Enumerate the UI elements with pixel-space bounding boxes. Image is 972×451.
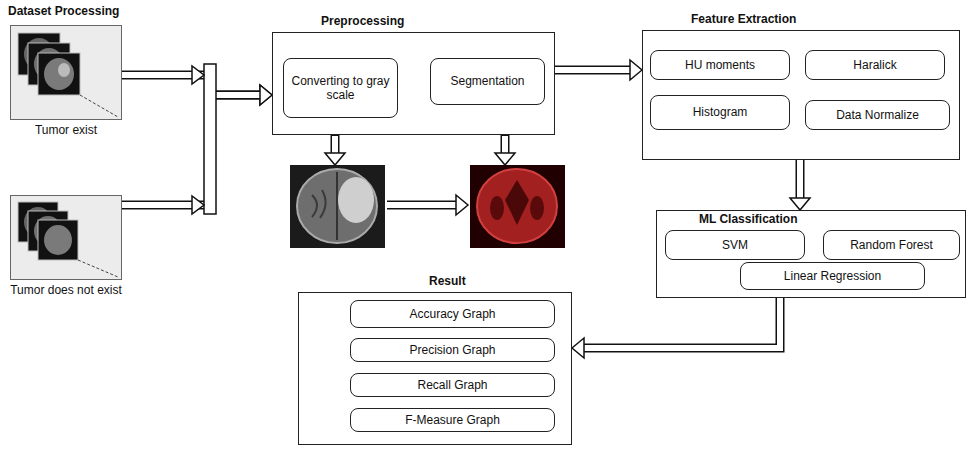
box-heading: Feature Extraction <box>691 12 796 26</box>
box-heading: Tumor exist <box>35 123 97 137</box>
segmented-mri <box>470 165 565 248</box>
box-text: Random Forest <box>850 238 933 252</box>
arrow-core <box>584 298 780 348</box>
arrow-outline <box>584 298 780 348</box>
box-heading: Tumor does not exist <box>10 283 122 297</box>
stage-box: Feature ExtractionHU momentsHaralickHist… <box>642 30 960 160</box>
arrow-head <box>192 196 204 214</box>
arrow-head <box>192 66 204 84</box>
process-box: Random Forest <box>823 230 960 260</box>
box-heading: ML Classification <box>699 212 797 226</box>
arrow-outline <box>555 66 630 75</box>
box-text: Recall Graph <box>417 378 487 392</box>
arrow-head <box>572 338 584 358</box>
mri-stack <box>10 25 122 120</box>
merge-bar <box>204 64 216 214</box>
hollow-arrow <box>122 85 272 205</box>
box-text: HU moments <box>685 58 755 72</box>
box-text: Segmentation <box>450 74 524 88</box>
process-box: Haralick <box>805 50 945 80</box>
process-box: Converting to gray scale <box>283 58 398 118</box>
box-heading: Result <box>429 274 466 288</box>
box-text: Histogram <box>693 105 748 119</box>
process-box: Precision Graph <box>350 338 555 362</box>
arrow-head <box>260 85 272 105</box>
stage-box: PreprocessingConverting to gray scaleSeg… <box>272 32 555 135</box>
process-box: HU moments <box>650 50 790 80</box>
arrow-core <box>555 67 630 73</box>
process-box: Segmentation <box>430 58 545 105</box>
arrow-head <box>790 198 810 210</box>
box-text: Data Normalize <box>836 108 919 122</box>
arrow-head <box>260 85 272 105</box>
hollow-arrow <box>572 298 780 358</box>
process-box: Accuracy Graph <box>350 300 555 328</box>
hollow-arrow <box>495 135 515 165</box>
process-box: SVM <box>665 230 805 260</box>
arrow-head <box>630 60 642 80</box>
stage-box: ML ClassificationSVM Random ForestLinear … <box>656 210 966 298</box>
box-text: Haralick <box>853 58 896 72</box>
box-text: SVM <box>722 238 748 252</box>
hollow-arrow <box>325 135 345 165</box>
hollow-arrow <box>790 160 810 210</box>
arrow-core <box>122 95 260 205</box>
box-text: Accuracy Graph <box>409 307 495 321</box>
arrow-outline <box>796 160 805 198</box>
box-text: Precision Graph <box>409 343 495 357</box>
process-box: Recall Graph <box>350 373 555 397</box>
mri-stack <box>10 195 122 280</box>
image-stack: Tumor does not exist <box>10 195 122 280</box>
arrow-outline <box>122 95 260 205</box>
box-text: Linear Regression <box>784 269 881 283</box>
box-text: F-Measure Graph <box>405 413 500 427</box>
process-box: F-Measure Graph <box>350 408 555 432</box>
arrow-core <box>797 160 803 198</box>
hollow-arrow <box>387 195 468 215</box>
process-box: Histogram <box>650 95 790 130</box>
hollow-arrow <box>555 60 642 80</box>
image-stack: Tumor exist <box>10 25 122 120</box>
process-box: Linear Regression <box>740 262 925 290</box>
box-text: Converting to gray scale <box>290 74 391 103</box>
column-heading: Dataset Processing <box>8 4 119 18</box>
stage-box: ResultAccuracy GraphPrecision GraphRecal… <box>298 292 572 445</box>
process-box: Data Normalize <box>805 100 950 130</box>
grayscale-mri <box>290 165 385 248</box>
box-heading: Preprocessing <box>321 14 404 28</box>
